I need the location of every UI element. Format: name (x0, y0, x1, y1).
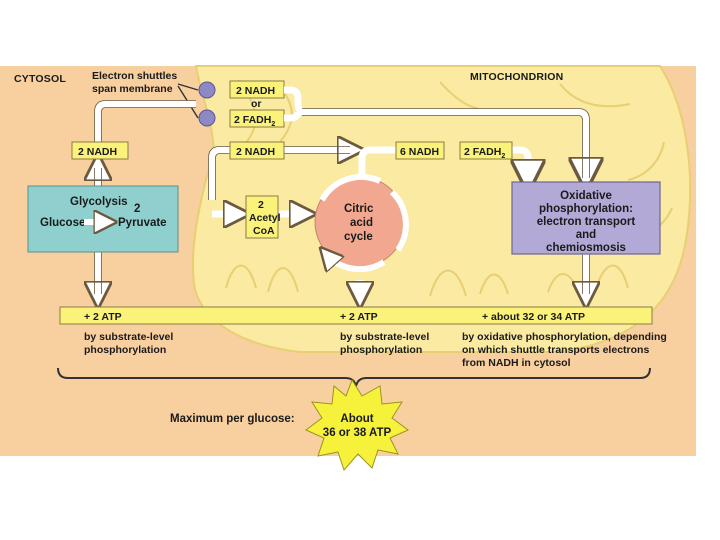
cycle-label-line-3: cycle (344, 231, 373, 243)
atp-yield-3-note-2: on which shuttle transports electrons (462, 344, 649, 356)
cycle-nadh-label: 6 NADH (400, 146, 439, 158)
oxphos-line-4: and (576, 229, 596, 241)
glucose-label: Glucose (40, 217, 85, 229)
oxphos-line-5: chemiosmosis (546, 242, 626, 254)
cytosol-nadh-label: 2 NADH (78, 146, 117, 158)
cycle-nadh-box (395, 141, 445, 160)
acetyl-label: Acetyl (249, 212, 281, 224)
shuttle-dot-bottom (198, 109, 216, 127)
flow-arrows (98, 86, 586, 298)
pyruvate-nadh-box (229, 141, 285, 160)
cycle-arrows (322, 173, 409, 269)
flow-arrow-outlines (94, 100, 590, 294)
maximum-label: Maximum per glucose: (170, 413, 295, 425)
shuttle-or-label: or (251, 98, 262, 110)
shuttle-dot-top (198, 81, 216, 99)
oxphos-line-3: electron transport (537, 216, 636, 228)
acetyl-coa-count: 2 (258, 199, 264, 211)
oxphos-line-1: Oxidative (560, 190, 612, 202)
atp-yield-3-amount: + about 32 or 34 ATP (482, 311, 585, 323)
shuttle-note-line-1: Electron shuttles (92, 70, 177, 82)
atp-yield-1-note-1: by substrate-level (84, 331, 173, 343)
cycle-label-line-1: Citric (344, 203, 374, 215)
atp-yield-2-note-2: phosphorylation (340, 344, 422, 356)
shuttle-note-line-2: span membrane (92, 83, 173, 95)
pyruvate-label: Pyruvate (118, 217, 167, 229)
cytosol-label: CYTOSOL (14, 73, 66, 85)
cycle-fadh2-box (459, 141, 513, 160)
maximum-value-line-2: 36 or 38 ATP (323, 427, 392, 439)
shuttle-nadh-label: 2 NADH (236, 85, 275, 97)
atp-yield-2-note-1: by substrate-level (340, 331, 429, 343)
atp-yield-1-note-2: phosphorylation (84, 344, 166, 356)
atp-yield-2-amount: + 2 ATP (340, 311, 378, 323)
cycle-fadh2-label: 2 FADH2 (464, 146, 505, 160)
atp-yield-3-note-1: by oxidative phosphorylation, depending (462, 331, 667, 343)
atp-yield-3-note-3: from NADH in cytosol (462, 357, 571, 369)
cycle-label-line-2: acid (350, 217, 373, 229)
atp-yield-bar (59, 306, 653, 325)
oxidative-phosphorylation-box (511, 181, 661, 255)
glycolysis-title: Glycolysis (70, 196, 128, 208)
glycolysis-count: 2 (134, 203, 140, 215)
maximum-burst (305, 378, 409, 471)
coa-label: CoA (253, 225, 275, 237)
cytosol-nadh-box (71, 141, 129, 160)
acetyl-coa-box (245, 195, 279, 239)
atp-yield-1-amount: + 2 ATP (84, 311, 122, 323)
maximum-value-line-1: About (340, 413, 373, 425)
shuttle-fadh2-label: 2 FADH2 (234, 114, 275, 128)
oxphos-line-2: phosphorylation: (539, 203, 633, 215)
mitochondrion-label: MITOCHONDRION (470, 71, 563, 83)
pyruvate-nadh-label: 2 NADH (236, 146, 275, 158)
